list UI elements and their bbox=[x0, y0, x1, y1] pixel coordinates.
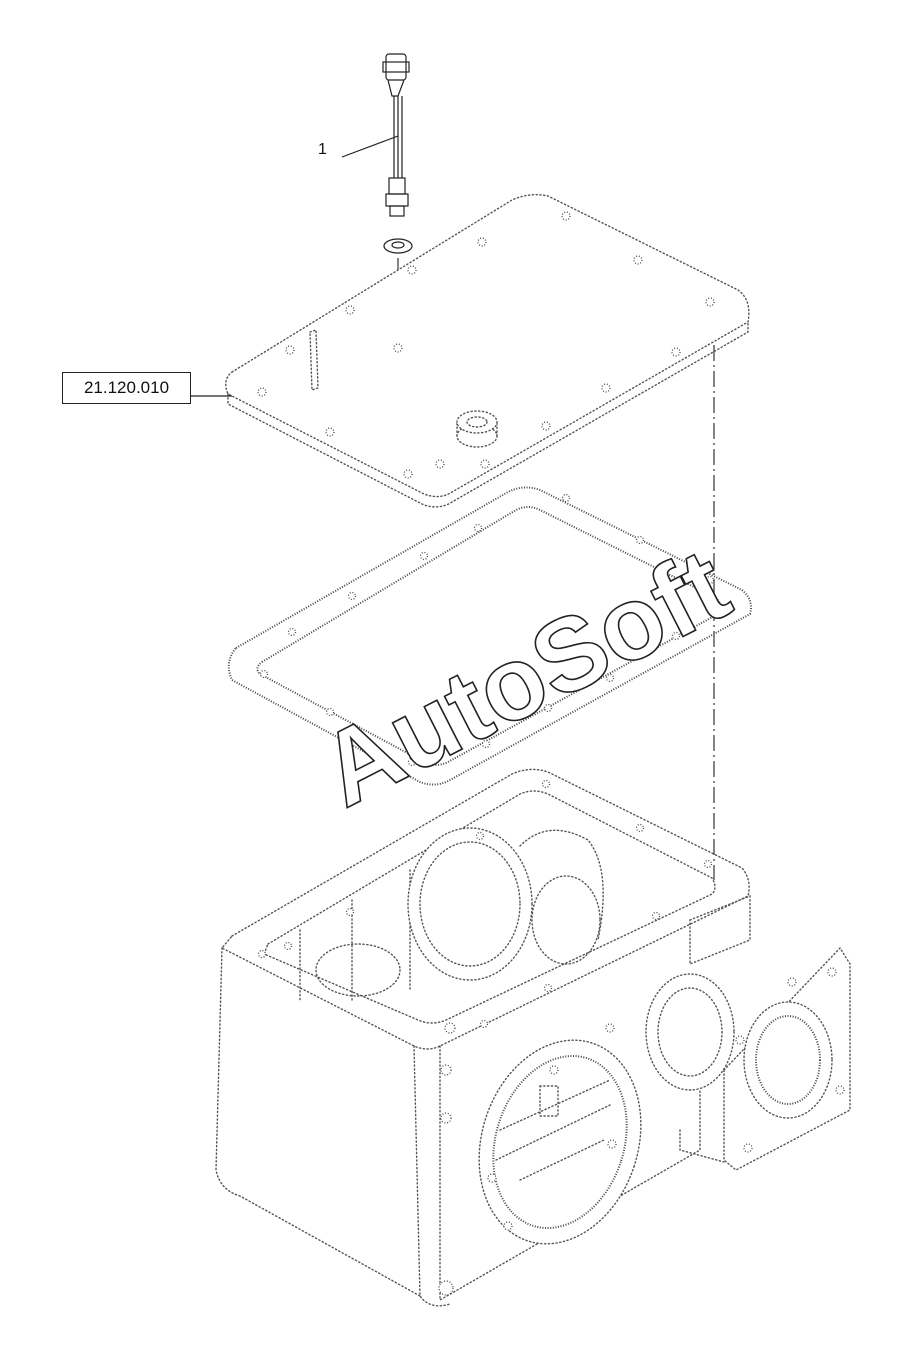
cover-plate[interactable] bbox=[225, 193, 750, 508]
washer bbox=[383, 238, 413, 254]
cover-bolt-holes bbox=[257, 211, 715, 479]
gearbox-housing[interactable] bbox=[215, 768, 851, 1307]
gasket-bolt-holes bbox=[259, 493, 715, 767]
sensor-harness-part[interactable] bbox=[382, 53, 410, 217]
housing-bolt-holes bbox=[257, 779, 845, 1296]
reference-box[interactable]: 21.120.010 bbox=[62, 372, 191, 404]
leader-line-1 bbox=[341, 135, 399, 158]
gasket[interactable] bbox=[227, 486, 752, 786]
callout-label-1: 1 bbox=[318, 141, 327, 158]
watermark-text: AutoSoft bbox=[303, 527, 747, 830]
